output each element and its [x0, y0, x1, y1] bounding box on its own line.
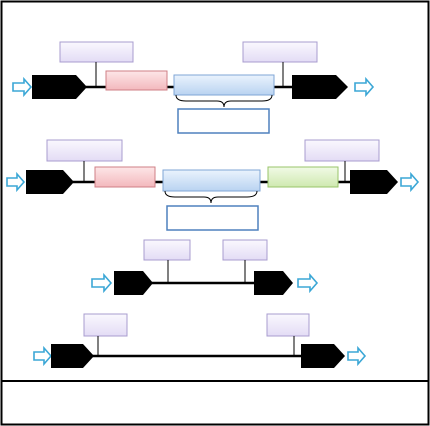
arrow-right-outline-icon — [354, 76, 375, 98]
arrow-right-outline-icon — [297, 272, 319, 294]
green-segment — [267, 166, 339, 188]
pink-segment — [105, 70, 168, 91]
label-box — [242, 41, 318, 63]
arrow-right-outline-icon — [6, 171, 26, 193]
black-pentagon-arrow-icon — [114, 271, 153, 295]
black-pentagon-arrow-icon — [254, 271, 293, 295]
construct-row-1 — [12, 41, 375, 134]
label-box — [143, 239, 191, 261]
arrow-right-outline-icon — [33, 345, 53, 367]
arrow-right-outline-icon — [12, 76, 33, 98]
brace — [164, 190, 258, 204]
brace — [175, 94, 273, 108]
blue-segment — [173, 74, 275, 96]
construct-row-4 — [33, 313, 367, 368]
label-box — [59, 41, 134, 63]
label-box — [222, 239, 268, 261]
arrow-right-outline-icon — [400, 171, 420, 193]
construct-row-2 — [6, 139, 420, 231]
label-box — [266, 313, 310, 337]
construct-row-3 — [91, 239, 319, 295]
black-pentagon-arrow-icon — [292, 75, 348, 99]
label-box — [304, 139, 380, 162]
bracket-box — [166, 205, 259, 231]
black-pentagon-arrow-icon — [26, 170, 74, 194]
label-box — [46, 139, 123, 162]
blue-segment — [162, 169, 261, 192]
black-pentagon-arrow-icon — [32, 75, 87, 99]
label-box — [83, 313, 128, 337]
black-pentagon-arrow-icon — [350, 170, 398, 194]
arrow-right-outline-icon — [91, 272, 113, 294]
black-pentagon-arrow-icon — [301, 344, 345, 368]
black-pentagon-arrow-icon — [51, 344, 94, 368]
pink-segment — [94, 166, 156, 188]
caption-area — [4, 382, 422, 420]
arrow-right-outline-icon — [347, 345, 367, 367]
bracket-box — [177, 108, 270, 134]
